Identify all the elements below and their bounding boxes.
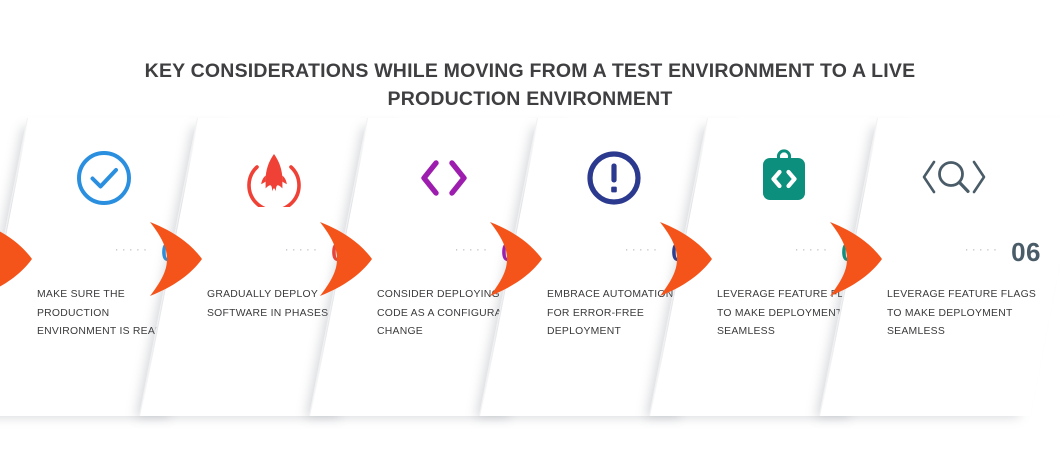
dotted-leader: ····· xyxy=(624,242,661,256)
dotted-leader: ····· xyxy=(454,242,491,256)
code-tag-badge-icon xyxy=(679,140,889,216)
dotted-leader: ····· xyxy=(964,242,1001,256)
dotted-leader: ····· xyxy=(114,242,151,256)
step-caption: LEVERAGE FEATURE FLAGS TO MAKE DEPLOYMEN… xyxy=(887,289,1037,338)
code-brackets-icon xyxy=(339,140,549,216)
step-card-05[interactable]: ·····05LEVERAGE FEATURE FLAGS TO MAKE DE… xyxy=(649,118,918,416)
check-circle-icon xyxy=(0,140,209,216)
step-content-03: ·····03CONSIDER DEPLOYING NEW CODE AS A … xyxy=(339,118,549,416)
dotted-leader: ····· xyxy=(284,242,321,256)
step-content-01: ·····01MAKE SURE THE PRODUCTION ENVIRONM… xyxy=(0,118,209,416)
step-content-02: ·····02GRADUALLY DEPLOY SOFTWARE IN PHAS… xyxy=(169,118,379,416)
page-title: KEY CONSIDERATIONS WHILE MOVING FROM A T… xyxy=(144,60,916,111)
dotted-leader: ····· xyxy=(794,242,831,256)
rocket-icon xyxy=(169,140,379,216)
step-number-row-06: ····· 06 xyxy=(849,234,1059,270)
step-content-05: ·····05LEVERAGE FEATURE FLAGS TO MAKE DE… xyxy=(679,118,889,416)
step-card-01[interactable]: ·····01MAKE SURE THE PRODUCTION ENVIRONM… xyxy=(0,118,238,416)
exclamation-circle-icon xyxy=(509,140,719,216)
step-content-04: ·····04EMBRACE AUTOMATION FOR ERROR-FREE… xyxy=(509,118,719,416)
code-search-icon xyxy=(849,140,1059,216)
steps-band: ·····01MAKE SURE THE PRODUCTION ENVIRONM… xyxy=(0,118,1060,428)
step-card-02[interactable]: ·····02GRADUALLY DEPLOY SOFTWARE IN PHAS… xyxy=(139,118,408,416)
step-card-03[interactable]: ·····03CONSIDER DEPLOYING NEW CODE AS A … xyxy=(309,118,578,416)
step-card-04[interactable]: ·····04EMBRACE AUTOMATION FOR ERROR-FREE… xyxy=(479,118,748,416)
step-number: 06 xyxy=(1011,237,1041,267)
